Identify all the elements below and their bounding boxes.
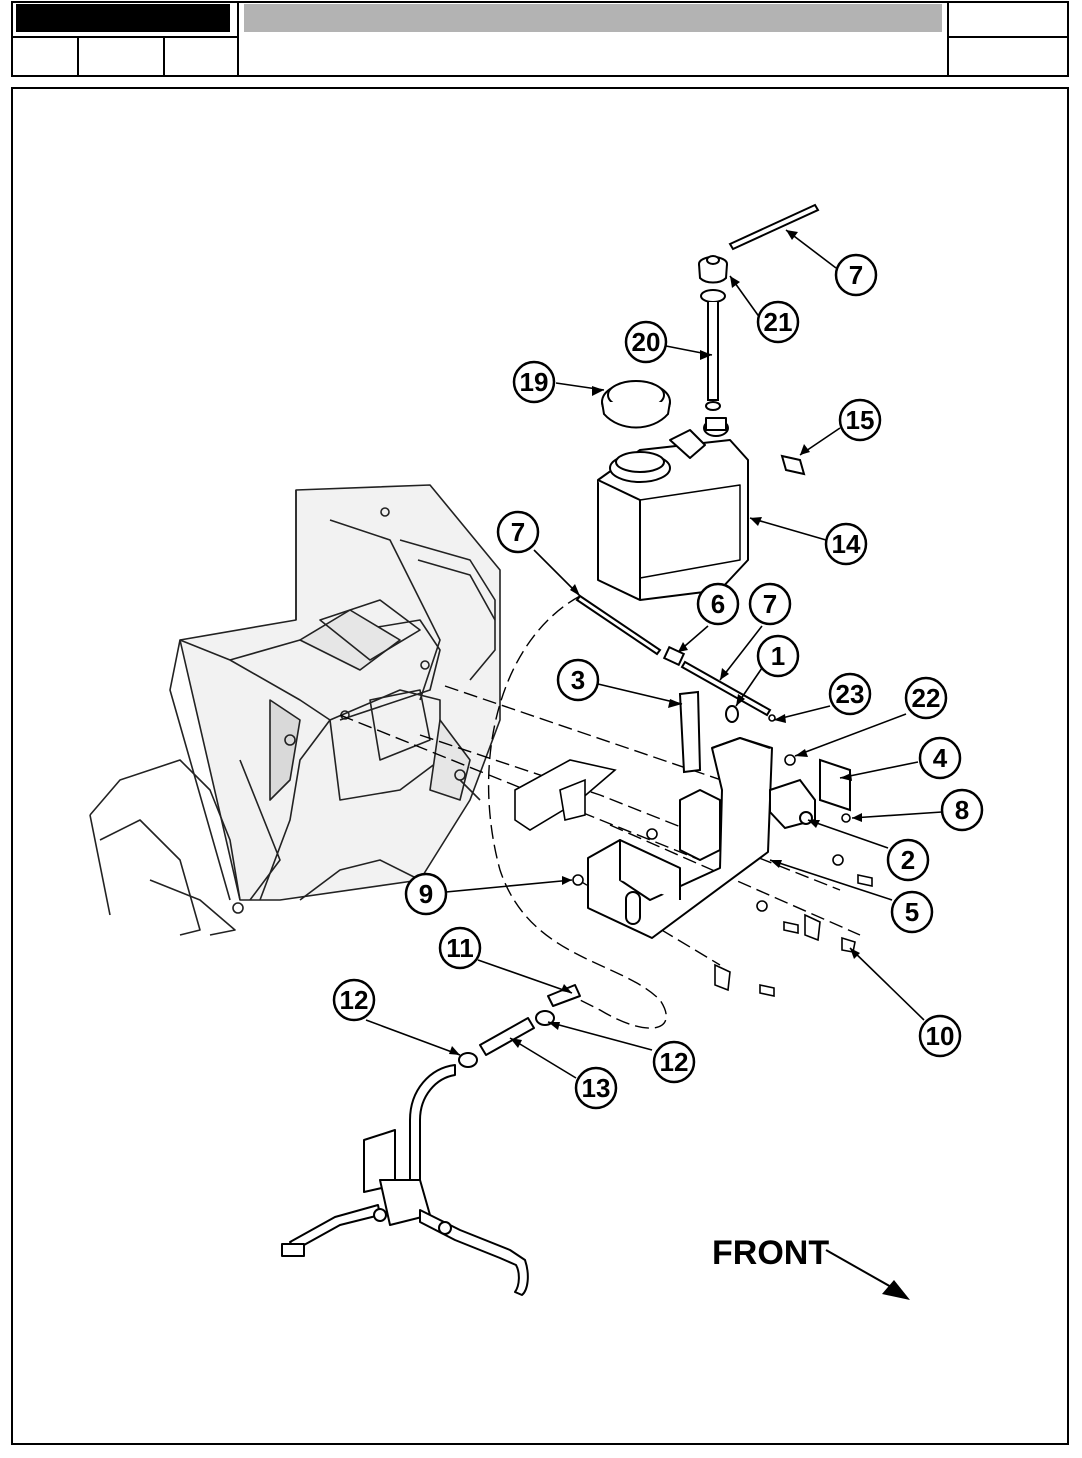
callout-circle-5 [890, 890, 934, 934]
callout-label-12b: 12 [660, 1047, 689, 1077]
callout-label-20: 20 [632, 327, 661, 357]
callout-label-9: 9 [419, 879, 433, 909]
callout-circle-3 [556, 658, 600, 702]
plate-3 [678, 690, 702, 774]
callout-circle-7c [748, 582, 792, 626]
callout-circle-1 [756, 634, 800, 678]
callout-circle-11 [438, 926, 482, 970]
callout-label-13: 13 [582, 1073, 611, 1103]
callout-label-22: 22 [912, 683, 941, 713]
callout-circle-7b [496, 510, 540, 554]
machine-body-drawing [89, 484, 501, 936]
callout-circle-12a [332, 978, 376, 1022]
callout-circles [332, 253, 984, 1110]
callout-label-8: 8 [955, 795, 969, 825]
tank-cap-19 [601, 380, 671, 429]
bracket-4 [819, 758, 851, 812]
drawing-border [11, 87, 1069, 1445]
callout-label-14: 14 [832, 529, 861, 559]
hardware-fasteners [572, 714, 873, 997]
callout-circle-23 [828, 672, 872, 716]
callout-label-11: 11 [446, 933, 474, 963]
callout-labels: 7 21 20 19 15 14 7 6 7 1 3 23 22 4 8 2 5… [340, 260, 970, 1103]
filter-1 [725, 705, 739, 723]
callout-circle-7a [834, 253, 878, 297]
front-label: FRONT [712, 1234, 829, 1272]
hose-assembly-lower [281, 984, 581, 1296]
callout-circle-21 [756, 300, 800, 344]
callout-circle-13 [574, 1066, 618, 1110]
callout-label-23: 23 [836, 679, 865, 709]
callout-label-10: 10 [926, 1021, 955, 1051]
cap-21 [698, 255, 728, 284]
callout-circle-10 [918, 1014, 962, 1058]
pump-2 [769, 778, 816, 830]
callout-circle-19 [512, 360, 556, 404]
callout-circle-9 [404, 872, 448, 916]
callout-label-19: 19 [520, 367, 549, 397]
callout-label-21: 21 [764, 307, 793, 337]
callout-circle-6 [696, 582, 740, 626]
front-arrow [825, 1249, 910, 1300]
callout-circle-12b [652, 1040, 696, 1084]
leader-arrowheads [449, 230, 862, 1055]
side-bracket [514, 759, 617, 831]
callout-label-1: 1 [771, 641, 785, 671]
header-title-block [11, 1, 1069, 77]
connector-6 [662, 645, 686, 667]
clip-15 [780, 454, 806, 476]
callout-circle-22 [904, 676, 948, 720]
callout-label-3: 3 [571, 665, 585, 695]
callout-circle-8 [940, 788, 984, 832]
callout-label-4: 4 [933, 743, 948, 773]
hose-7-middle [575, 594, 772, 717]
callout-circle-15 [838, 398, 882, 442]
callout-label-7c: 7 [763, 589, 777, 619]
callout-circle-14 [824, 522, 868, 566]
callout-label-6: 6 [711, 589, 725, 619]
title-black-bar [16, 4, 230, 32]
callout-label-15: 15 [846, 405, 875, 435]
callout-circle-4 [918, 736, 962, 780]
callout-circle-2 [886, 838, 930, 882]
strainer-20 [700, 289, 726, 411]
callout-label-7b: 7 [511, 517, 525, 547]
hose-7-top [728, 203, 820, 251]
callout-label-12a: 12 [340, 985, 369, 1015]
callout-label-2: 2 [901, 845, 915, 875]
mounting-bracket-5 [587, 737, 773, 939]
callout-circle-20 [624, 320, 668, 364]
callout-label-5: 5 [905, 897, 919, 927]
callout-label-7a: 7 [849, 260, 863, 290]
title-grey-bar [244, 4, 942, 32]
reservoir-tank [597, 417, 749, 601]
